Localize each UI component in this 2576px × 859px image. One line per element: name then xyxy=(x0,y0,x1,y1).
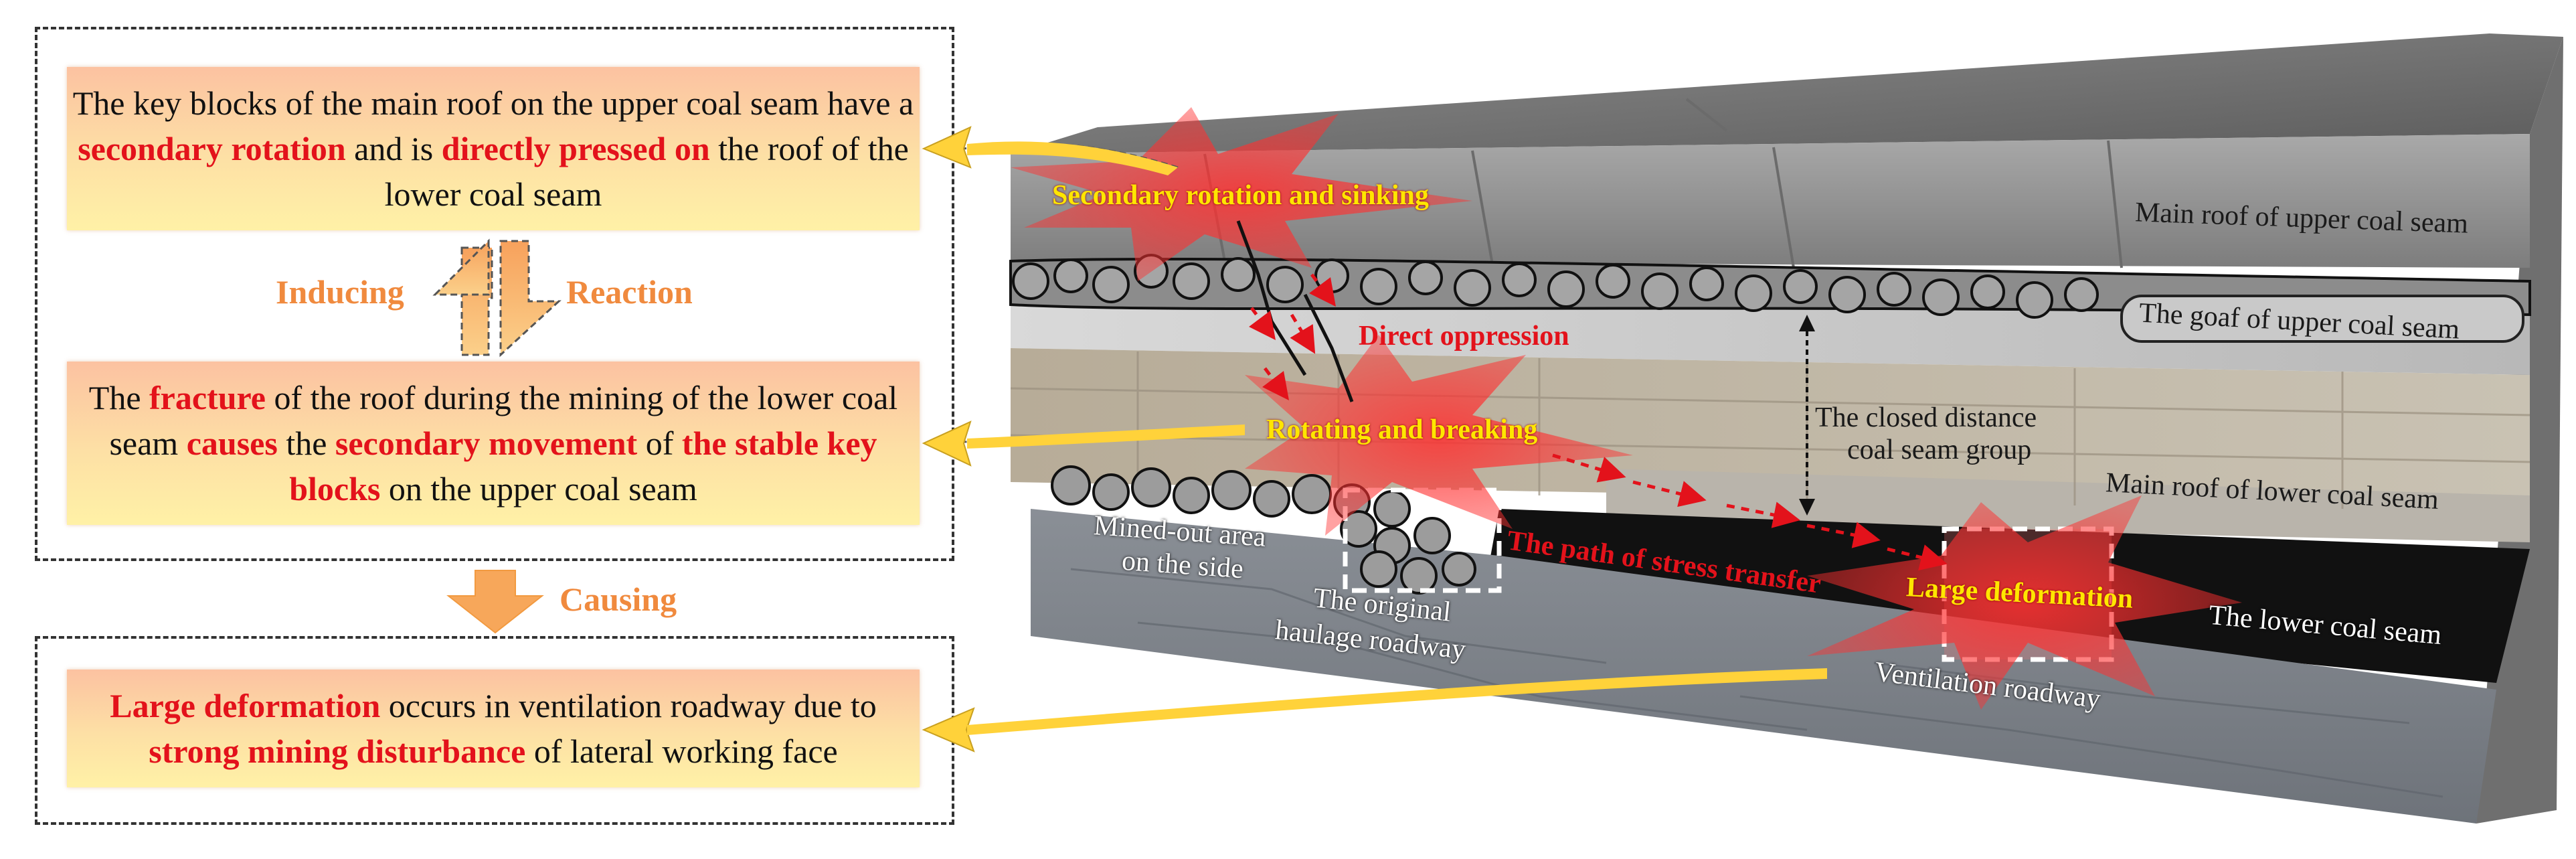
plain-text: The xyxy=(88,379,150,416)
label-rotating-breaking: Rotating and breaking xyxy=(1266,414,1538,445)
key-blocks-rotation-text: The key blocks of the main roof on the u… xyxy=(67,80,920,217)
plain-text: occurs in ventilation roadway due to xyxy=(380,687,877,724)
burst-large-deformation xyxy=(1807,495,2242,710)
inducing-label: Inducing xyxy=(276,273,404,311)
ventilation-deformation-box: Large deformation occurs in ventilation … xyxy=(67,670,920,787)
causing-arrow xyxy=(446,570,544,634)
block-top-face xyxy=(1011,33,2563,154)
plain-text: of the roof during the mining of the low… xyxy=(109,379,898,462)
burst-rotating-breaking xyxy=(1245,335,1633,536)
plain-text: on the upper coal seam xyxy=(380,470,697,507)
label-secondary-rotation: Secondary rotation and sinking xyxy=(1052,180,1429,211)
label-closed-distance-1: The closed distance xyxy=(1815,402,2037,433)
plain-text: and is xyxy=(345,130,442,167)
highlight-text: directly pressed on xyxy=(441,130,710,167)
plain-text: of lateral working face xyxy=(525,732,838,770)
causing-label: Causing xyxy=(560,580,677,618)
key-blocks-rotation-box: The key blocks of the main roof on the u… xyxy=(67,67,920,230)
label-direct-oppression: Direct oppression xyxy=(1359,321,1569,352)
upper-main-roof xyxy=(1011,134,2530,268)
plain-text: of xyxy=(637,424,682,462)
highlight-text: strong mining disturbance xyxy=(149,732,526,770)
label-closed-distance-2: coal seam group xyxy=(1847,435,2032,465)
plain-text: the roof of the lower coal seam xyxy=(384,130,909,213)
highlight-text: secondary movement xyxy=(335,424,638,462)
floor-stratum xyxy=(1031,509,2496,824)
plain-text: The key blocks of the main roof on the u… xyxy=(72,84,914,122)
highlight-text: fracture xyxy=(149,379,266,416)
highlight-text: Large deformation xyxy=(110,687,381,724)
burst-secondary-rotation xyxy=(1011,107,1472,281)
highlight-text: secondary rotation xyxy=(78,130,346,167)
highlight-text: causes xyxy=(186,424,278,462)
connector-arrows xyxy=(922,126,1828,753)
reaction-arrow xyxy=(499,240,562,358)
roof-fracture-text: The fracture of the roof during the mini… xyxy=(67,375,920,512)
lower-mined-out-rubble xyxy=(1051,465,1476,595)
reaction-label: Reaction xyxy=(566,273,693,311)
top-dashed-frame xyxy=(35,27,954,561)
ventilation-deformation-text: Large deformation occurs in ventilation … xyxy=(67,683,920,774)
roof-fracture-box: The fracture of the roof during the mini… xyxy=(67,362,920,525)
plain-text: the xyxy=(277,424,335,462)
inducing-arrowhead xyxy=(432,238,490,296)
highlight-text: the stable key blocks xyxy=(289,424,877,507)
